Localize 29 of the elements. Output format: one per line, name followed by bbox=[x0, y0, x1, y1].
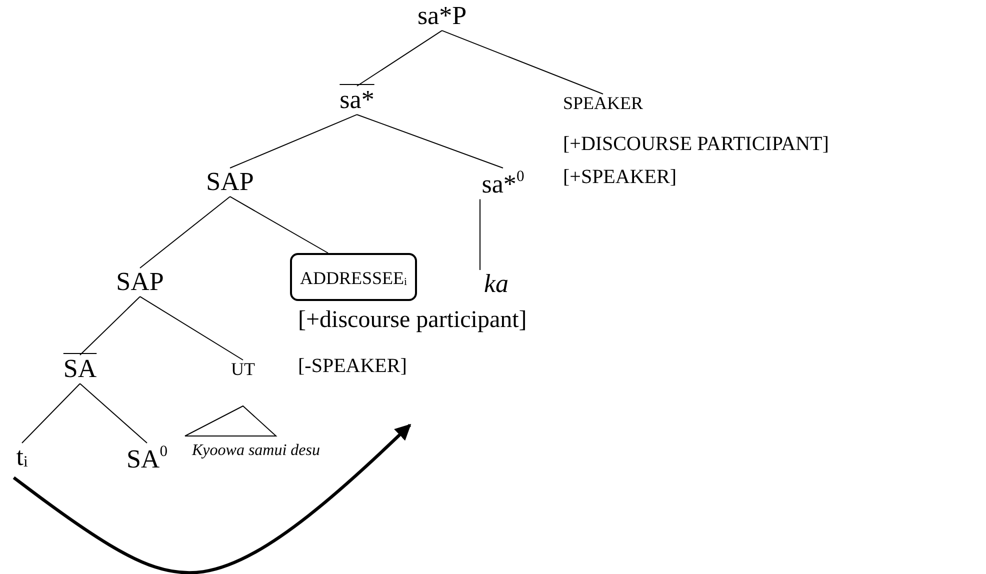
tree-branch bbox=[80, 296, 140, 356]
tree-branch bbox=[356, 114, 504, 168]
tree-node-label: SAP bbox=[206, 168, 254, 197]
tree-branch bbox=[184, 405, 278, 436]
tree-branch bbox=[356, 30, 442, 86]
tree-node-label: Kyoowa samui desu bbox=[192, 442, 320, 460]
tree-node-label: SA$^{0}$ bbox=[126, 443, 168, 474]
tree-branch bbox=[442, 30, 604, 94]
tree-node-label: SA bbox=[63, 355, 97, 384]
tree-branch bbox=[80, 383, 148, 444]
feature-label: [+DISCOURSE PARTICIPANT] bbox=[563, 133, 829, 155]
tree-node-label: sa* bbox=[340, 86, 374, 115]
tree-node-label: sa*P bbox=[417, 2, 467, 31]
tree-branch bbox=[140, 196, 230, 268]
tree-node-label: SAP bbox=[116, 268, 164, 297]
boxed-node: ADDRESSEE$_{i}$ bbox=[290, 253, 418, 301]
tree-node-label: SPEAKER bbox=[563, 94, 644, 114]
tree-branch bbox=[140, 296, 244, 360]
tree-node-label: sa*$^{0}$ bbox=[482, 168, 524, 200]
feature-label: [-SPEAKER] bbox=[298, 355, 407, 377]
movement-arrow bbox=[12, 424, 412, 574]
tree-branch bbox=[230, 196, 328, 254]
tree-node-label: ka bbox=[484, 270, 509, 299]
tree-node-label: t$_{i}$ bbox=[16, 443, 28, 472]
tree-branch bbox=[230, 114, 358, 168]
tree-node-label: UT bbox=[231, 360, 255, 380]
feature-label: [+discourse participant] bbox=[298, 307, 527, 334]
feature-label: [+SPEAKER] bbox=[563, 166, 677, 188]
tree-branch bbox=[22, 383, 80, 444]
